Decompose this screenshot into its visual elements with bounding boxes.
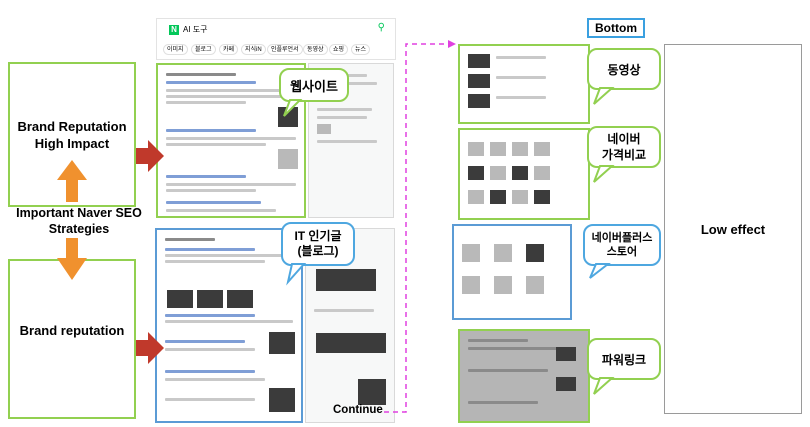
blog-side-panel: [305, 228, 395, 423]
blog-results-shot: [155, 228, 303, 423]
tab-images: 이미지: [163, 44, 188, 55]
tab-video: 동영상: [303, 44, 328, 55]
tab-influencer: 인플루언서: [267, 44, 303, 55]
shopping-callout-tail: [593, 165, 615, 183]
continue-label: Continue: [333, 404, 383, 416]
bottom-label: Bottom: [587, 18, 645, 38]
video-callout-tail: [593, 87, 615, 105]
continue-arrowhead: [448, 40, 456, 48]
tab-kin: 지식iN: [241, 44, 266, 55]
low-effect-box: [664, 44, 802, 414]
search-query: AI 도구: [183, 25, 208, 34]
naver-logo-icon: N: [169, 25, 179, 35]
powerlink-callout: 파워링크: [587, 338, 661, 380]
shopping-results-shot: [458, 128, 590, 220]
naver-search-header: N AI 도구 ⚲ 이미지 블로그 카페 지식iN 인플루언서 동영상 쇼핑 뉴…: [156, 18, 396, 60]
video-results-shot: [458, 44, 590, 124]
blog-callout: IT 인기글 (블로그): [281, 222, 355, 266]
store-results-shot: [452, 224, 572, 320]
strategies-label: Important Naver SEO Strategies: [16, 206, 142, 236]
powerlink-callout-tail: [593, 377, 615, 395]
tab-cafe: 카페: [219, 44, 239, 55]
reputation-label: Brand reputation: [19, 323, 125, 338]
shopping-callout: 네이버 가격비교: [587, 126, 661, 168]
tab-shopping: 쇼핑: [329, 44, 349, 55]
tab-blog: 블로그: [191, 44, 216, 55]
store-callout-tail: [589, 263, 611, 279]
video-callout: 동영상: [587, 48, 661, 90]
reputation-box: [8, 259, 136, 419]
store-callout: 네이버플러스 스토어: [583, 224, 661, 266]
low-effect-label: Low effect: [700, 222, 766, 237]
powerlink-results-shot: [458, 329, 590, 423]
search-icon: ⚲: [377, 22, 385, 33]
tab-news: 뉴스: [351, 44, 371, 55]
high-impact-label: Brand Reputation High Impact: [17, 119, 127, 151]
website-callout: 웹사이트: [279, 68, 349, 102]
